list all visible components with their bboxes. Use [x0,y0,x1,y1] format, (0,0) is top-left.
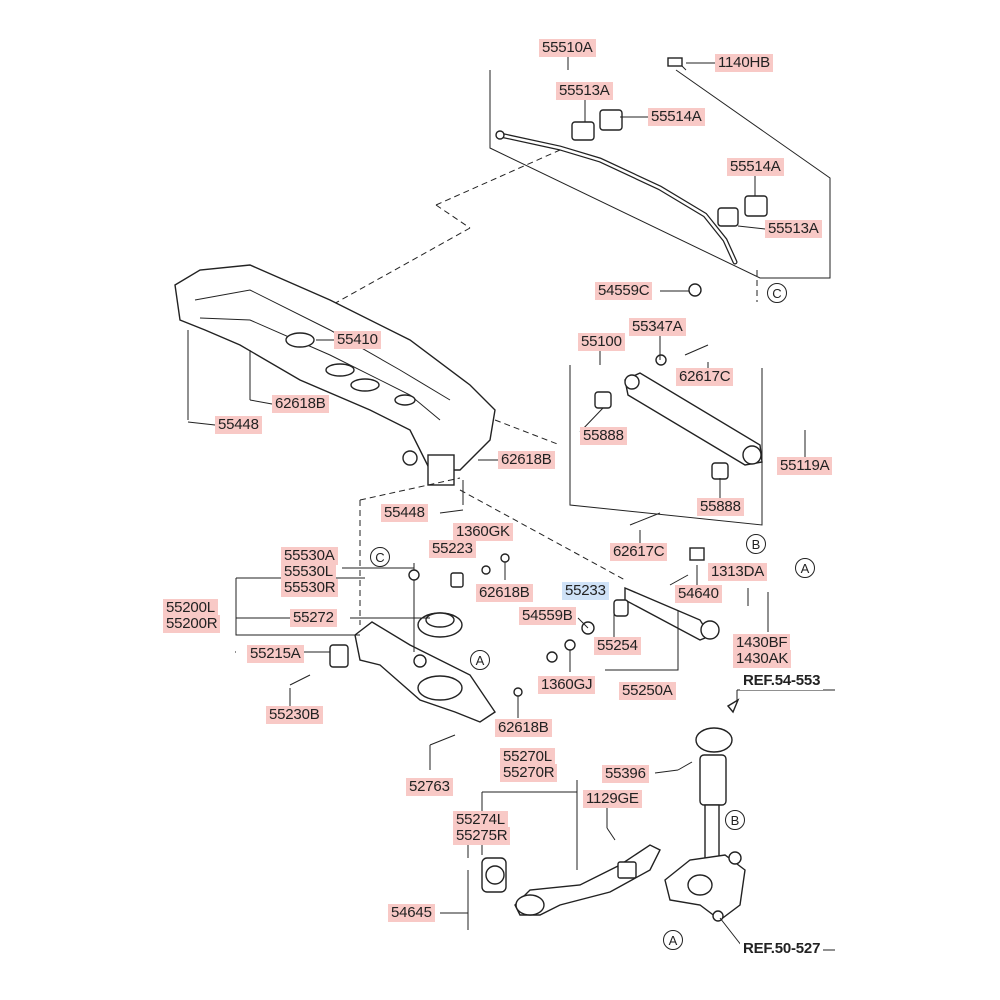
part-label-55230B[interactable]: 55230B [266,706,323,724]
part-label-55514A-right[interactable]: 55514A [727,158,784,176]
marker-a-right: A [795,558,815,578]
part-label-54559C[interactable]: 54559C [595,282,653,300]
lower-control-arm [289,553,523,746]
part-label-62618B-left[interactable]: 62618B [272,395,329,413]
part-label-55347A[interactable]: 55347A [629,318,686,336]
part-label-1360GJ[interactable]: 1360GJ [538,676,596,694]
part-label-62618B-c[interactable]: 62618B [476,584,533,602]
marker-b-knuckle: B [725,810,745,830]
reference-label-54-553[interactable]: REF.54-553 [740,672,824,690]
part-label-62618B-arm[interactable]: 62618B [495,719,552,737]
part-label-55513A-right[interactable]: 55513A [765,220,822,238]
part-label-55888-top[interactable]: 55888 [580,427,627,445]
group-brackets [235,538,476,653]
part-label-1360GK[interactable]: 1360GK [453,523,513,541]
subframe-crossmember [174,264,496,505]
part-label-1313DA[interactable]: 1313DA [708,563,768,581]
part-label-55888-bot[interactable]: 55888 [697,498,744,516]
part-label-55250A[interactable]: 55250A [619,682,676,700]
part-label-1129GE[interactable]: 1129GE [583,790,642,808]
part-label-54640[interactable]: 54640 [675,585,722,603]
part-label-55272[interactable]: 55272 [290,609,337,627]
part-label-62617C-bot[interactable]: 62617C [610,543,668,561]
marker-a-lower-arm: A [470,650,490,670]
part-label-55530L[interactable]: 55530L [281,563,336,581]
part-label-55200L[interactable]: 55200L [163,599,218,617]
upper-control-arm [569,344,806,526]
part-label-55530R[interactable]: 55530R [281,579,339,597]
part-label-55530A[interactable]: 55530A [281,547,338,565]
marker-c-link: C [370,547,390,567]
marker-b-arm: B [746,534,766,554]
part-label-55270L[interactable]: 55270L [500,748,555,766]
part-label-55448-left[interactable]: 55448 [215,416,262,434]
part-label-55223[interactable]: 55223 [429,540,476,558]
marker-a-knuckle: A [663,930,683,950]
part-label-55233-highlighted[interactable]: 55233 [562,582,609,600]
part-label-55396[interactable]: 55396 [602,765,649,783]
part-label-55513A-top[interactable]: 55513A [556,82,613,100]
stabilizer-bar [495,57,768,297]
part-label-55274L[interactable]: 55274L [453,811,508,829]
part-label-62617C-top[interactable]: 62617C [676,368,734,386]
part-label-55510A[interactable]: 55510A [539,39,596,57]
part-label-55448-mid[interactable]: 55448 [381,504,428,522]
part-label-55514A-top[interactable]: 55514A [648,108,705,126]
reference-label-50-527[interactable]: REF.50-527 [740,940,824,958]
rear-trailing-arm [467,791,661,930]
part-label-1140HB[interactable]: 1140HB [715,54,773,72]
part-label-55254[interactable]: 55254 [594,637,641,655]
shock-absorber-knuckle [664,689,835,951]
part-label-55410[interactable]: 55410 [334,331,381,349]
part-label-55270R[interactable]: 55270R [500,764,558,782]
part-label-55200R[interactable]: 55200R [163,615,221,633]
stabilizer-group-outline [304,69,831,321]
dashed-leader-lines [359,419,626,625]
part-label-1430BF[interactable]: 1430BF [733,634,791,652]
part-label-54645[interactable]: 54645 [388,904,435,922]
part-label-55215A[interactable]: 55215A [247,645,304,663]
part-label-55100[interactable]: 55100 [578,333,625,351]
part-label-54559B[interactable]: 54559B [519,607,576,625]
part-label-62618B-mid[interactable]: 62618B [498,451,555,469]
marker-c-stabilizer: C [767,283,787,303]
part-label-1430AK[interactable]: 1430AK [733,650,792,668]
part-label-55119A[interactable]: 55119A [777,457,833,475]
part-label-55275R[interactable]: 55275R [453,827,511,845]
part-label-52763[interactable]: 52763 [406,778,453,796]
